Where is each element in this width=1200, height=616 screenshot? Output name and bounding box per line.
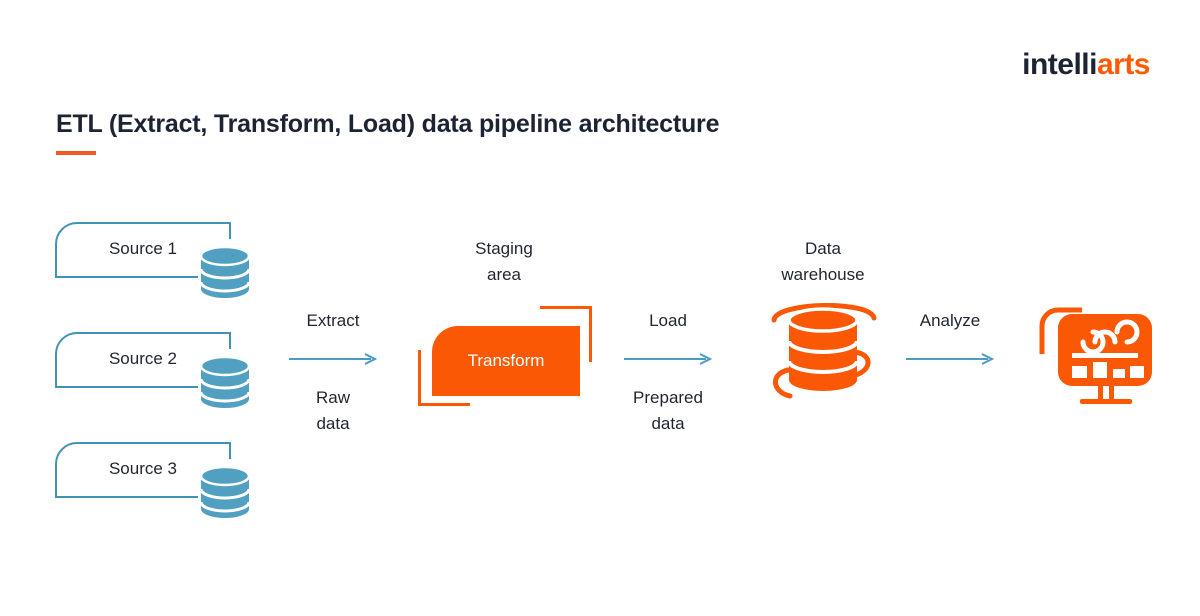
logo-text-primary: intelli (1022, 48, 1097, 81)
source-label-1: Source 1 (108, 239, 178, 258)
prepared-data-label: Prepared data (633, 388, 703, 433)
arrow-right-icon-load (624, 353, 712, 365)
analyze-label: Analyze (919, 311, 981, 330)
load-label: Load (649, 311, 687, 330)
transform-label: Transform (467, 351, 545, 370)
staging-area-title: Staging area (475, 239, 533, 284)
source-label-3: Source 3 (108, 459, 178, 478)
database-icon-1 (199, 245, 251, 298)
page-title: ETL (Extract, Transform, Load) data pipe… (56, 110, 720, 138)
logo-text-accent: arts (1096, 48, 1151, 81)
staging-bracket-top-right (540, 306, 592, 362)
dashboard-monitor-icon (1039, 307, 1152, 404)
arrow-right-icon-analyze (906, 353, 994, 365)
data-warehouse-title: Data warehouse (781, 239, 865, 284)
transform-box (432, 326, 580, 396)
database-icon-2 (199, 355, 251, 408)
arrow-right-icon-extract (289, 353, 377, 365)
extract-label: Extract (306, 311, 360, 330)
title-accent-rule (56, 151, 96, 155)
database-icon-3 (199, 465, 251, 518)
staging-bracket-bottom-left (418, 350, 470, 406)
source-label-2: Source 2 (108, 349, 178, 368)
database-cylinder-orange-icon (771, 303, 877, 399)
intelliarts-logo: intelliarts (1010, 48, 1150, 82)
raw-data-label: Raw data (315, 388, 350, 433)
